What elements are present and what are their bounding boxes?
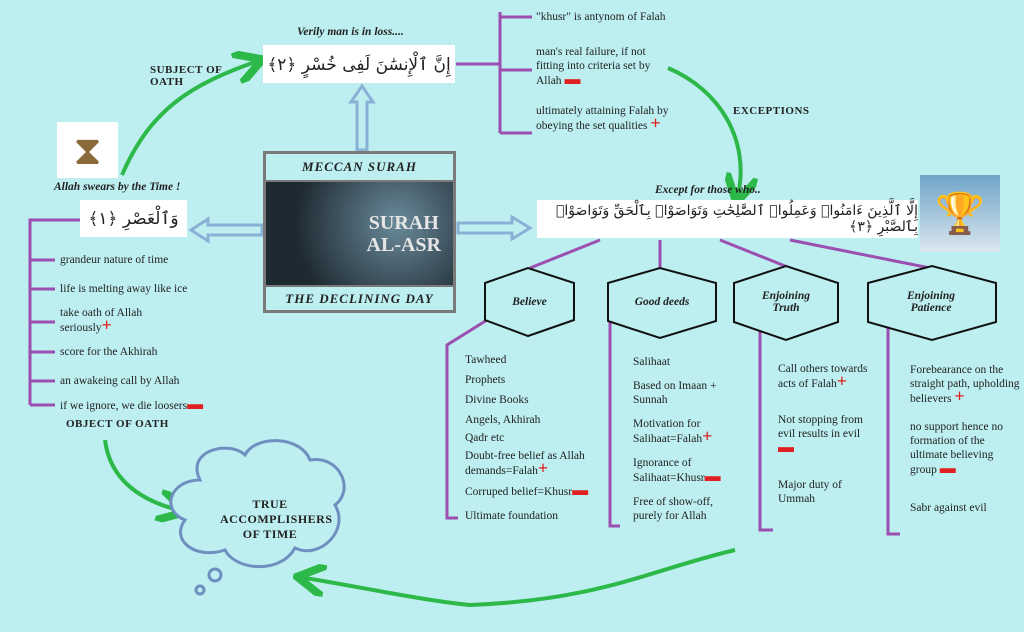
plus-icon: +	[954, 386, 965, 406]
good-deeds-list: Salihaat Based on Imaan + Sunnah Motivat…	[633, 355, 728, 523]
list-item: Angels, Akhirah	[465, 414, 541, 426]
plus-icon: +	[537, 458, 549, 478]
list-item: Forebearance on the straight path, uphol…	[910, 364, 1020, 405]
ayah1-caption: Allah swears by the Time !	[54, 181, 181, 193]
believe-list: Tawheed Prophets Divine Books Angels, Ak…	[465, 353, 600, 523]
list-item: Free of show-off, purely for Allah	[633, 496, 713, 522]
meccan-surah-banner: MECCAN SURAH	[266, 154, 453, 180]
quality-enjoining-truth: Enjoining Truth	[762, 290, 810, 314]
ayah2-arabic: إِنَّ ٱلْإِنسَٰنَ لَفِى خُسْرٍ ﴿٢﴾	[263, 45, 455, 83]
list-item: no support hence no formation of the ult…	[910, 421, 1003, 476]
minus-icon: ▬	[564, 71, 581, 88]
list-item: Tawheed	[465, 354, 507, 366]
exceptions-label: EXCEPTIONS	[733, 105, 810, 117]
hourglass-icon: ⧗	[57, 122, 118, 178]
time-note: an awakeing call by Allah	[60, 375, 180, 387]
list-item: Sabr against evil	[910, 502, 987, 514]
time-note: if we ignore, we die loosers	[60, 400, 188, 412]
plus-icon: +	[702, 426, 713, 446]
time-note: grandeur nature of time	[60, 254, 169, 266]
ayah3-arabic: إِلَّا ٱلَّذِينَ ءَامَنُوا۟ وَعَمِلُوا۟ …	[537, 200, 918, 238]
enjoining-truth-list: Call others towards acts of Falah+ Not s…	[778, 362, 873, 506]
list-item: Major duty of Ummah	[778, 479, 842, 505]
list-item: Qadr etc	[465, 432, 505, 444]
minus-icon: ▬	[704, 468, 721, 485]
return-arrow	[305, 548, 736, 608]
list-item: Not stopping from evil results in evil	[778, 414, 863, 440]
minus-icon: ▬	[187, 396, 204, 413]
plus-icon: +	[836, 371, 848, 391]
quality-good-deeds: Good deeds	[634, 296, 690, 308]
enjoining-patience-list: Forebearance on the straight path, uphol…	[910, 363, 1022, 515]
list-item: Motivation for Salihaat=Falah	[633, 418, 703, 445]
declining-day-banner: THE DECLINING DAY	[266, 287, 453, 310]
time-note: score for the Akhirah	[60, 346, 158, 358]
object-of-oath-label: OBJECT OF OATH	[66, 418, 169, 430]
list-item: Divine Books	[465, 394, 529, 406]
quality-enjoining-patience: Enjoining Patience	[907, 290, 955, 314]
khusr-note: man's real failure, if not fitting into …	[536, 46, 651, 87]
list-item: Doubt-free belief as Allah demands=Falah	[465, 450, 585, 477]
ayah2-caption: Verily man is in loss....	[297, 26, 404, 38]
exceptions-arrow	[667, 66, 741, 195]
list-item: Corruped belief=Khusr	[465, 486, 573, 498]
subject-arrow	[120, 62, 255, 176]
minus-icon: ▬	[572, 482, 589, 499]
plus-icon: +	[650, 113, 661, 133]
khusr-notes: "khusr" is antynom of Falah man's real f…	[536, 10, 676, 133]
cloud-shape	[169, 439, 346, 569]
list-item: Based on Imaan + Sunnah	[633, 380, 717, 406]
trophy-icon: 🏆	[920, 175, 1000, 252]
khusr-note: "khusr" is antynom of Falah	[536, 11, 666, 23]
list-item: Salihaat	[633, 356, 671, 368]
surah-subtitle: AL-ASR	[366, 234, 441, 256]
minus-icon: ▬	[778, 439, 794, 456]
time-note: life is melting away like ice	[60, 283, 188, 295]
list-item: Ultimate foundation	[465, 510, 558, 522]
plus-icon: +	[101, 315, 112, 335]
ayah3-caption: Except for those who..	[655, 184, 761, 196]
time-note: take oath of Allah seriously	[60, 307, 143, 334]
surah-title: SURAH	[368, 212, 439, 234]
quality-believe: Believe	[512, 296, 547, 308]
subject-of-oath-label: SUBJECT OF OATH	[150, 64, 222, 88]
object-arrow	[103, 439, 178, 510]
list-item: Prophets	[465, 374, 506, 386]
list-item: Ignorance of Salihaat=Khusr	[633, 457, 705, 484]
surah-cover-image: SURAH AL-ASR	[266, 182, 453, 285]
khusr-note: ultimately attaining Falah by obeying th…	[536, 105, 669, 132]
ayah1-arabic: وَٱلْعَصْرِ ﴿١﴾	[80, 200, 187, 237]
time-notes: grandeur nature of time life is melting …	[60, 253, 230, 413]
list-item: Call others towards acts of Falah	[778, 363, 868, 390]
minus-icon: ▬	[939, 460, 956, 477]
cloud-label: TRUE ACCOMPLISHERS OF TIME	[220, 497, 333, 541]
